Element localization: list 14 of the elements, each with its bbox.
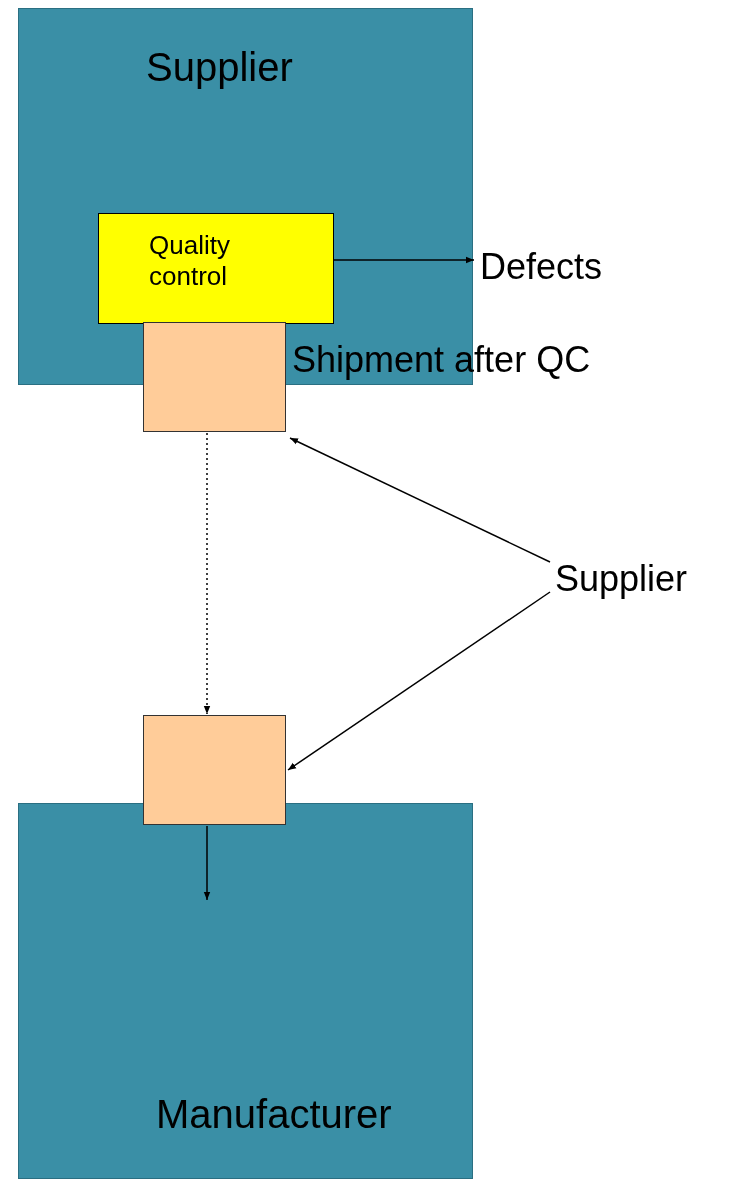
block-title: Supplier [146,45,293,90]
arrow [203,825,211,901]
leader-arrow [289,437,551,563]
callout-text: Supplier [555,558,688,600]
arrow [333,256,475,264]
process-label: Quality control [149,230,231,293]
arrow [203,432,211,715]
shipment-box [143,715,286,825]
manufacturer-block [18,803,473,1179]
output-text: Defects [480,246,603,288]
leader-arrow [287,591,551,771]
block-title: Manufacturer [156,1092,392,1137]
shipment-box [143,322,286,432]
process-box [98,213,334,324]
